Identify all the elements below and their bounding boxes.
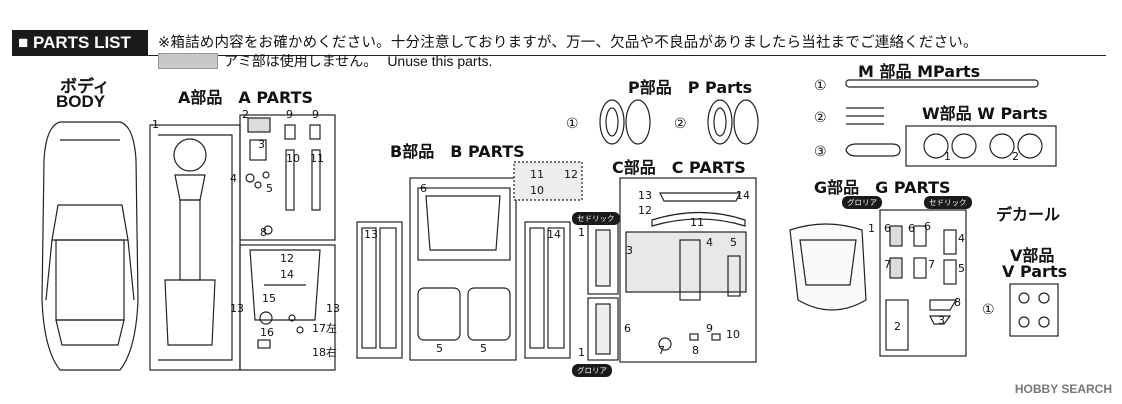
b-label-10: 10 xyxy=(530,184,544,197)
a-label-5: 5 xyxy=(266,182,273,195)
body-title-jp: ボディ xyxy=(60,77,110,97)
notice-text: ※箱詰め内容をお確かめください。十分注意しておりますが、万一、欠品や不良品があり… xyxy=(158,35,978,51)
w-parts-runner xyxy=(905,125,1057,167)
p-label-1: ① xyxy=(566,116,579,132)
c-label-10: 10 xyxy=(726,328,740,341)
g-label-7a: 7 xyxy=(884,258,891,271)
m-parts-title: M 部品 MParts xyxy=(858,62,981,81)
a-parts-runner xyxy=(149,114,336,371)
c-label-3: 3 xyxy=(626,244,633,257)
w-label-1: 1 xyxy=(944,150,951,163)
v-label-1: ① xyxy=(982,302,995,318)
b-label-11: 11 xyxy=(530,168,544,181)
a-label-8: 8 xyxy=(260,226,267,239)
body-title-en: BODY xyxy=(56,92,106,111)
a-label-3: 3 xyxy=(258,138,265,151)
m-label-3: ③ xyxy=(814,144,827,160)
g-label-6b: 6 xyxy=(908,222,915,235)
c-label-11: 11 xyxy=(690,216,704,229)
parts-list-badge: ■ PARTS LIST xyxy=(12,30,148,56)
b-label-5a: 5 xyxy=(436,342,443,355)
c-label-9: 9 xyxy=(706,322,713,335)
m-label-2: ② xyxy=(814,110,827,126)
a-label-9a: 9 xyxy=(286,108,293,121)
c-label-13: 13 xyxy=(638,189,652,202)
g-label-5: 5 xyxy=(958,262,965,275)
decal-title: デカール xyxy=(996,205,1061,224)
w-label-2: 2 xyxy=(1012,150,1019,163)
part-numbers: 1 2 9 9 3 4 5 10 11 8 12 14 15 13 13 16 … xyxy=(152,78,1019,359)
a-label-4: 4 xyxy=(230,172,237,185)
a-parts-title: A部品 A PARTS xyxy=(178,88,314,107)
p-parts-title: P部品 P Parts xyxy=(628,78,753,97)
v-parts xyxy=(1009,283,1059,337)
v-parts-title-en: V Parts xyxy=(1002,262,1068,281)
c-label-8: 8 xyxy=(692,344,699,357)
a-label-18: 18右 xyxy=(312,345,337,359)
a-label-14: 14 xyxy=(280,268,294,281)
p-parts-tires xyxy=(599,99,759,145)
c-label-12: 12 xyxy=(638,204,652,217)
b-parts-title: B部品 B PARTS xyxy=(390,142,525,161)
w-parts-title: W部品 W Parts xyxy=(922,104,1048,123)
a-label-9b: 9 xyxy=(312,108,319,121)
g-label-1: 1 xyxy=(868,222,875,235)
gloria-tag-c: グロリア xyxy=(572,364,612,377)
mesh-note: アミ部は使用しません。Unuse this parts. xyxy=(224,53,493,70)
a-label-13a: 13 xyxy=(230,302,244,315)
c-parts-runner xyxy=(587,177,757,363)
c-label-4: 4 xyxy=(706,236,713,249)
mesh-swatch xyxy=(158,53,218,69)
g-label-6a: 6 xyxy=(884,222,891,235)
a-label-15: 15 xyxy=(262,292,276,305)
b-label-5b: 5 xyxy=(480,342,487,355)
b-label-12: 12 xyxy=(564,168,578,181)
g-label-7b: 7 xyxy=(928,258,935,271)
a-label-17: 17左 xyxy=(312,322,337,335)
body-shell xyxy=(41,121,139,371)
a-label-13b: 13 xyxy=(326,302,340,315)
a-label-12: 12 xyxy=(280,252,294,265)
b-parts-runner xyxy=(356,161,583,361)
m-parts xyxy=(845,79,1039,157)
c-label-5: 5 xyxy=(730,236,737,249)
a-label-1: 1 xyxy=(152,118,159,131)
g-parts-runner xyxy=(789,209,967,357)
g-parts-title: G部品 G PARTS xyxy=(814,178,951,197)
c-label-14: 14 xyxy=(736,189,750,202)
m-label-1: ① xyxy=(814,78,827,94)
c-label-1a: 1 xyxy=(578,226,585,239)
p-label-2: ② xyxy=(674,116,687,132)
g-label-3: 3 xyxy=(938,314,945,327)
c-label-1b: 1 xyxy=(578,346,585,359)
g-label-2: 2 xyxy=(894,320,901,333)
b-label-14: 14 xyxy=(547,228,561,241)
a-label-16: 16 xyxy=(260,326,274,339)
a-label-10: 10 xyxy=(286,152,300,165)
gloria-tag-g: グロリア xyxy=(842,196,882,209)
c-label-7: 7 xyxy=(658,344,665,357)
a-label-11: 11 xyxy=(310,152,324,165)
hobby-search-watermark: HOBBY SEARCH xyxy=(1014,382,1112,396)
v-parts-title-jp: V部品 xyxy=(1010,246,1055,265)
b-label-6: 6 xyxy=(420,182,427,195)
c-label-6: 6 xyxy=(624,322,631,335)
g-label-6c: 6 xyxy=(924,220,931,233)
cedric-tag-g: セドリック xyxy=(924,196,972,209)
b-label-13: 13 xyxy=(364,228,378,241)
header-rule xyxy=(148,30,1106,56)
g-label-4: 4 xyxy=(958,232,965,245)
c-parts-title: C部品 C PARTS xyxy=(612,158,746,177)
g-label-8: 8 xyxy=(954,296,961,309)
a-label-2: 2 xyxy=(242,108,249,121)
